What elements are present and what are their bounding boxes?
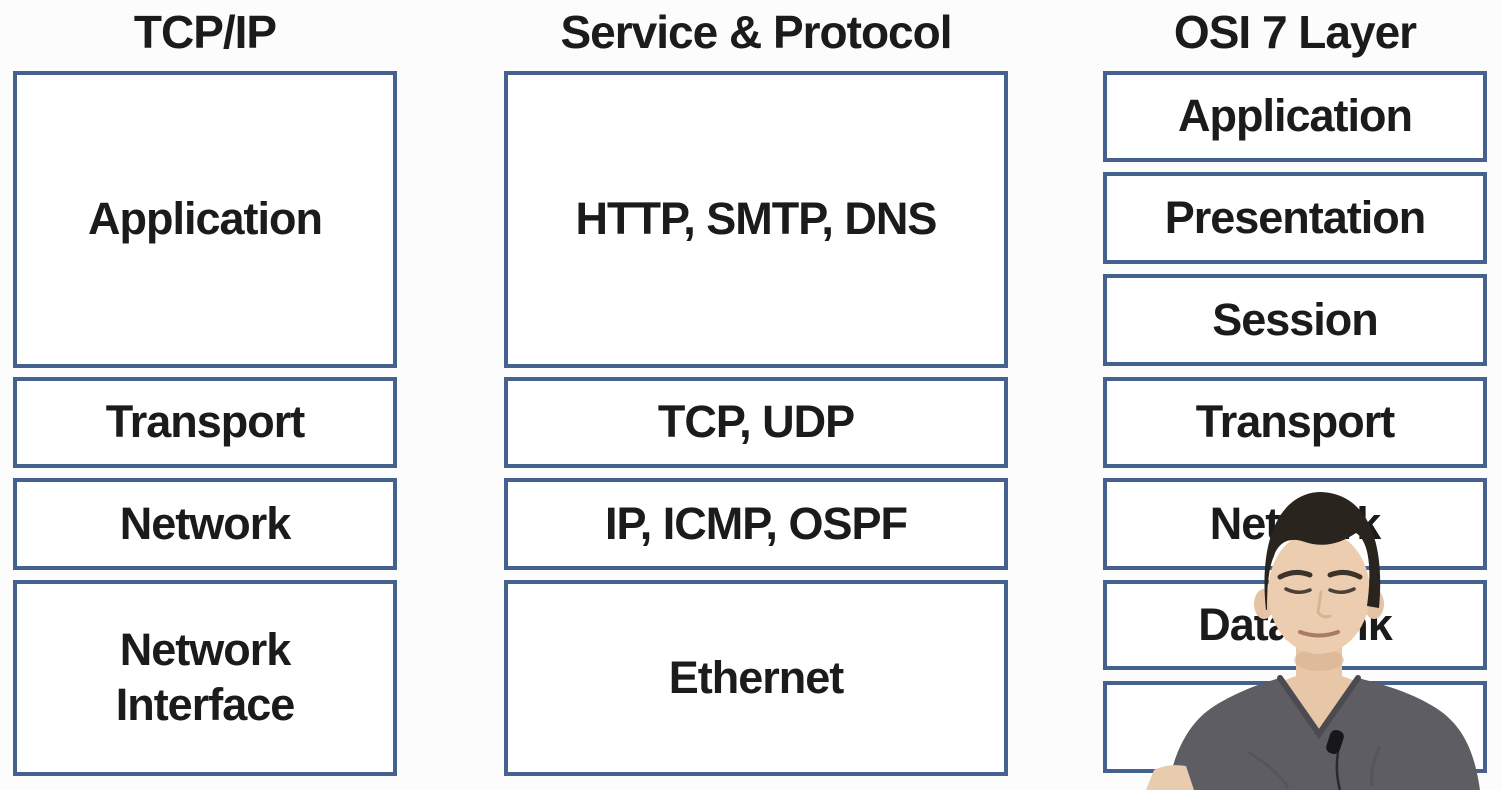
presenter-shirt-fold: [1370, 745, 1382, 787]
presenter-shirt-fold: [1247, 750, 1290, 789]
tcpip-box-network: Network: [13, 478, 397, 570]
box-label: Network: [119, 497, 292, 549]
presenter-eye: [1328, 587, 1356, 594]
osi-box-transport: Transport: [1103, 377, 1487, 468]
microphone-wire: [1335, 751, 1342, 790]
box-label: Presentation: [1164, 191, 1427, 243]
protocol-box-http-smtp-dns: HTTP, SMTP, DNS: [504, 71, 1008, 368]
box-label: Network Interface: [115, 624, 296, 730]
box-label: Application: [88, 193, 323, 245]
column-header-tcpip: TCP/IP: [133, 6, 277, 58]
presenter-hair: [1264, 492, 1381, 610]
osi-box-session: Session: [1103, 274, 1487, 366]
presenter-person: [1146, 492, 1480, 790]
presenter-arm: [1146, 765, 1194, 790]
presenter-shirt: [1168, 678, 1480, 790]
osi-box-application: Application: [1103, 71, 1487, 162]
protocol-box-ethernet: Ethernet: [504, 580, 1008, 776]
protocol-box-tcp-udp: TCP, UDP: [504, 377, 1008, 468]
box-label: Session: [1212, 293, 1379, 345]
presenter-mouth: [1298, 630, 1340, 638]
presenter-face: [1268, 530, 1370, 654]
box-label: Transport: [1195, 396, 1396, 448]
box-label: TCP, UDP: [657, 396, 855, 448]
box-label: HTTP, SMTP, DNS: [575, 193, 938, 245]
tcpip-box-network-interface: Network Interface: [13, 580, 397, 776]
microphone-icon: [1326, 729, 1344, 755]
box-label: IP, ICMP, OSPF: [605, 497, 908, 549]
box-label: Application: [1178, 90, 1413, 142]
presenter-eye: [1284, 587, 1312, 594]
box-label: Ethernet: [668, 651, 845, 703]
tcpip-box-transport: Transport: [13, 377, 397, 468]
presenter-eyebrow: [1327, 569, 1363, 580]
presenter-collar: [1277, 675, 1361, 740]
box-label: Transport: [105, 396, 306, 448]
protocol-box-ip-icmp-ospf: IP, ICMP, OSPF: [504, 478, 1008, 570]
tcpip-box-application: Application: [13, 71, 397, 368]
column-header-osi-7-layer: OSI 7 Layer: [1173, 6, 1417, 58]
column-header-service-protocol: Service & Protocol: [560, 6, 952, 58]
presenter-eyebrow: [1277, 569, 1313, 580]
presenter-neck-shadow: [1294, 649, 1344, 671]
osi-box-presentation: Presentation: [1103, 172, 1487, 264]
presenter-nose: [1316, 590, 1332, 619]
